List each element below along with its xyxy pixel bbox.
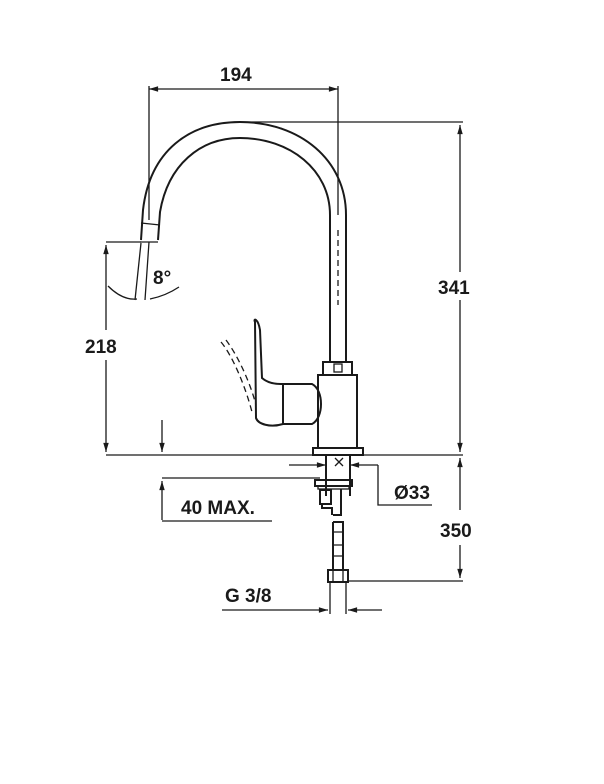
dim-label-spout-height: 218 [85,337,117,358]
dimension-lines [103,86,463,614]
dim-label-spout-angle: 8° [153,268,171,289]
dim-label-hose-length: 350 [440,521,472,542]
dim-label-connection: G 3/8 [225,586,271,607]
dim-label-hole-diameter: Ø33 [394,483,430,504]
faucet-outline [140,120,364,583]
dim-label-spout-reach: 194 [220,65,252,86]
dim-label-max-thickness: 40 MAX. [181,498,255,519]
dim-label-total-height: 341 [438,278,470,299]
